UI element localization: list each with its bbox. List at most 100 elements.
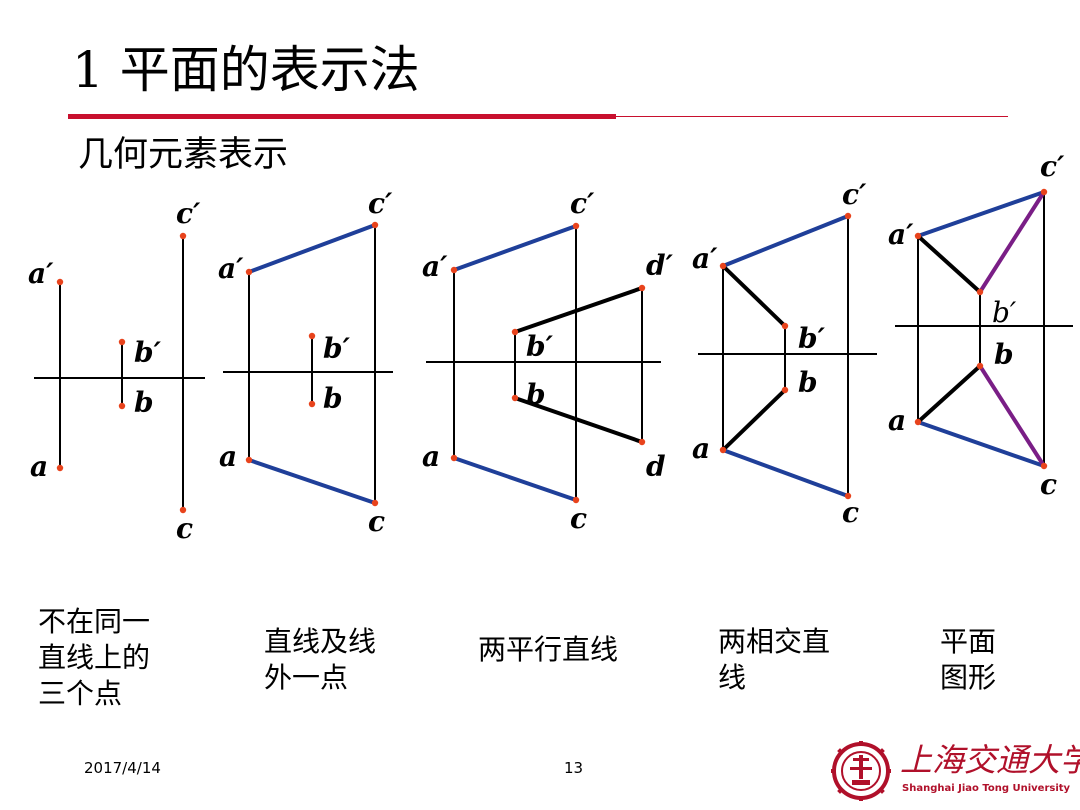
caption-plane-figure: 平面 图形 — [940, 625, 997, 694]
label-b: b — [323, 382, 343, 415]
label-a: a — [422, 440, 440, 473]
point-b — [781, 386, 789, 394]
caption-three-points: 不在同一 直线上的 三个点 — [38, 605, 151, 710]
label-c-prime: c′ — [368, 187, 393, 220]
label-a: a — [219, 440, 237, 473]
edge-bc-top — [978, 364, 1046, 468]
point-b — [976, 362, 984, 370]
label-c-prime: c′ — [176, 197, 201, 230]
diagram-intersecting-lines: a′ c′ b′ b a c — [692, 178, 877, 529]
point-a-prime — [719, 262, 727, 270]
point-b-prime — [781, 322, 789, 330]
label-b-prime: b′ — [323, 332, 351, 365]
label-d: d — [646, 450, 666, 483]
label-d-prime: d′ — [646, 249, 674, 282]
line-ac-front — [453, 224, 577, 272]
label-a-prime: a′ — [28, 257, 54, 290]
point-c — [371, 499, 379, 507]
line-ac-top — [722, 448, 849, 498]
point-d-prime — [638, 284, 646, 292]
edge-bc-front — [978, 190, 1046, 294]
caption-line-and-point: 直线及线 外一点 — [264, 625, 377, 694]
point-a — [914, 418, 922, 426]
label-c: c — [1040, 468, 1057, 501]
title-underline-thick — [68, 114, 616, 119]
label-a-prime: a′ — [692, 242, 718, 275]
university-logo: 上海交通大学 Shanghai Jiao Tong University — [828, 740, 1080, 802]
line-bd-top — [514, 396, 643, 444]
caption-intersecting-lines: 两相交直 线 — [718, 625, 831, 694]
point-c — [1040, 462, 1048, 470]
label-a-prime: a′ — [888, 218, 914, 251]
edge-ac-top — [917, 420, 1045, 468]
university-name-en: Shanghai Jiao Tong University — [902, 783, 1071, 794]
edge-ab-front — [916, 234, 982, 294]
label-a: a — [30, 450, 48, 483]
point-c-prime — [572, 222, 580, 230]
label-b-prime: b′ — [798, 322, 826, 355]
label-a-prime: a′ — [422, 250, 448, 283]
point-b-prime — [308, 332, 316, 340]
diagram-line-and-point: a′ c′ b′ b a c — [218, 187, 393, 538]
point-c-prime — [179, 232, 187, 240]
point-a — [56, 464, 64, 472]
label-b: b — [798, 366, 818, 399]
point-c — [844, 492, 852, 500]
point-b-prime — [976, 288, 984, 296]
title-underline-thin — [616, 116, 1008, 117]
line-ab-front — [721, 264, 787, 328]
label-b-prime: b′ — [134, 336, 162, 369]
point-c — [572, 496, 580, 504]
slide-title: 1 平面的表示法 — [72, 41, 420, 99]
point-b — [118, 402, 126, 410]
label-a: a — [692, 432, 710, 465]
point-b-prime — [511, 328, 519, 336]
point-a — [450, 454, 458, 462]
line-ab-top — [721, 388, 787, 452]
university-name-cn: 上海交通大学 — [900, 741, 1080, 779]
edge-ac-front — [917, 190, 1045, 238]
university-seal-icon — [831, 741, 891, 801]
point-c-prime — [844, 212, 852, 220]
label-c-prime: c′ — [842, 178, 867, 211]
label-b-prime: b′ — [992, 296, 1017, 329]
label-b: b — [526, 378, 546, 411]
label-b: b — [994, 338, 1014, 371]
edge-ab-top — [916, 364, 982, 424]
line-ac-top — [453, 456, 577, 502]
point-b-prime — [118, 338, 126, 346]
point-a — [719, 446, 727, 454]
slide-subtitle: 几何元素表示 — [78, 135, 289, 175]
footer-page-number: 13 — [564, 759, 584, 777]
point-c-prime — [1040, 188, 1048, 196]
label-b-prime: b′ — [526, 330, 554, 363]
point-b — [511, 394, 519, 402]
label-c-prime: c′ — [1040, 150, 1065, 183]
line-ac-front — [722, 214, 849, 268]
label-a-prime: a′ — [218, 252, 244, 285]
label-c: c — [570, 502, 587, 535]
diagram-parallel-lines: a′ c′ d′ b′ b a d c — [422, 187, 674, 535]
label-b: b — [134, 386, 154, 419]
point-a-prime — [914, 232, 922, 240]
line-bd-front — [514, 286, 643, 334]
point-b — [308, 400, 316, 408]
point-d — [638, 438, 646, 446]
point-a-prime — [245, 268, 253, 276]
line-ac-front — [248, 223, 376, 274]
line-ac-top — [248, 458, 376, 505]
footer-date: 2017/4/14 — [84, 759, 161, 777]
point-c-prime — [371, 221, 379, 229]
caption-parallel-lines: 两平行直线 — [478, 633, 619, 666]
point-a-prime — [450, 266, 458, 274]
diagram-plane-figure: c′ a′ b′ b a c — [888, 150, 1073, 501]
label-c: c — [176, 512, 193, 545]
label-c: c — [842, 496, 859, 529]
point-a — [245, 456, 253, 464]
point-a-prime — [56, 278, 64, 286]
diagram-three-points: a′ b′ b a c′ c — [28, 197, 205, 545]
label-a: a — [888, 404, 906, 437]
label-c-prime: c′ — [570, 187, 595, 220]
point-c — [179, 506, 187, 514]
